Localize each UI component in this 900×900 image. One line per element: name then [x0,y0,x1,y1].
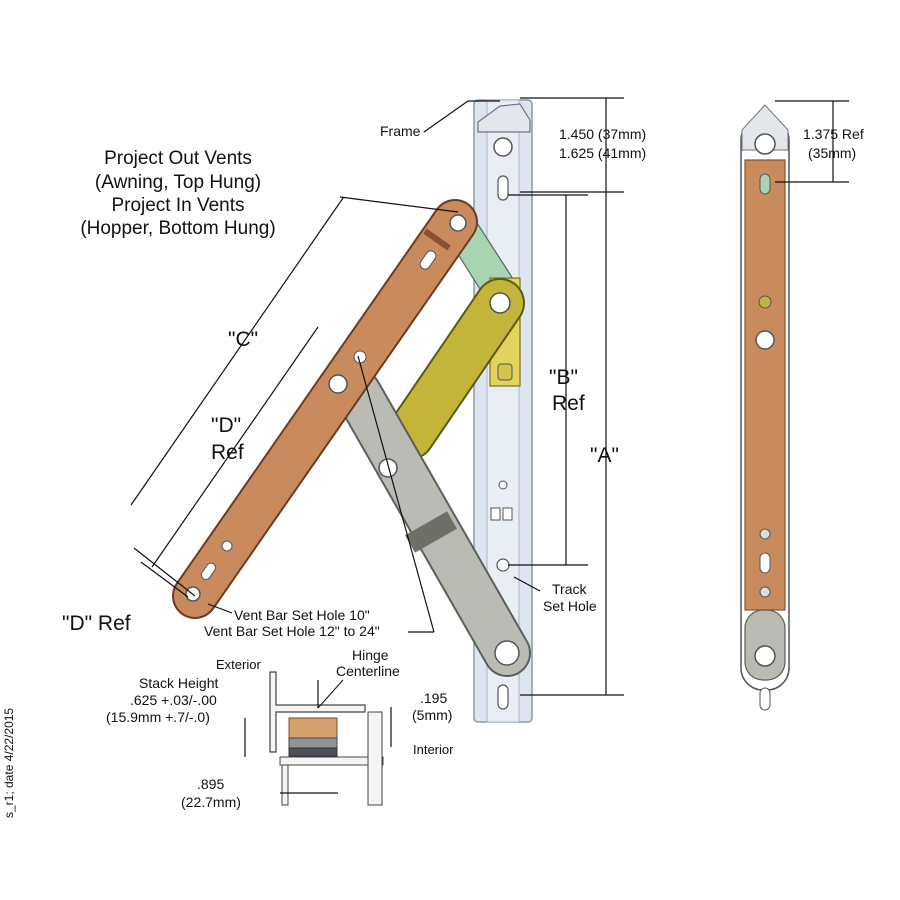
dim-195-label-2: (5mm) [412,707,453,723]
dim-895-label-2: (22.7mm) [181,794,241,810]
vent-bar-hole-label-1: Vent Bar Set Hole 10" [234,607,370,623]
hinge-label-2: Centerline [336,663,400,679]
dim-top-label-1: 1.450 (37mm) [559,126,647,142]
dim-a-label: "A" [590,444,619,467]
title-line-2: (Awning, Top Hung) [94,172,262,193]
dim-d-ref-bottom: "D" Ref [62,612,131,635]
frame-label: Frame [380,123,421,139]
dim-b-label: "B" [549,366,578,389]
dim-d-ref-label: Ref [211,441,244,464]
title-line-3: Project In Vents [111,195,245,216]
dim-b-ref-label: Ref [552,392,585,415]
dim-top-label-2: 1.625 (41mm) [559,145,647,161]
stack-height-label-1: Stack Height [139,675,219,691]
hinge-label-1: Hinge [352,647,389,663]
side-view-bar [740,104,790,711]
stack-height-section [244,671,392,806]
dim-195-label-1: .195 [420,690,448,706]
olive-arm [385,278,525,460]
title-line-4: (Hopper, Bottom Hung) [80,218,276,239]
track-set-hole-label-2: Set Hole [543,598,597,614]
dim-ref-label-1: 1.375 Ref [803,126,864,142]
exterior-label: Exterior [216,657,261,672]
vent-bar-hole-label-2: Vent Bar Set Hole 12" to 24" [204,623,380,639]
dim-c-label: "C" [228,328,259,351]
dimension-lines [130,97,849,696]
dim-ref-label-2: (35mm) [808,145,857,161]
stack-height-label-3: (15.9mm +.7/-.0) [106,709,210,725]
track-set-hole-label-1: Track [552,581,587,597]
title-line-1: Project Out Vents [104,148,252,169]
stack-height-label-2: .625 +.03/-.00 [130,692,217,708]
interior-label: Interior [413,742,454,757]
gray-arm [334,369,531,677]
revision-note: s_r1; date 4/22/2015 [2,707,16,818]
dim-d-label: "D" [211,414,242,437]
dim-895-label-1: .895 [197,776,225,792]
